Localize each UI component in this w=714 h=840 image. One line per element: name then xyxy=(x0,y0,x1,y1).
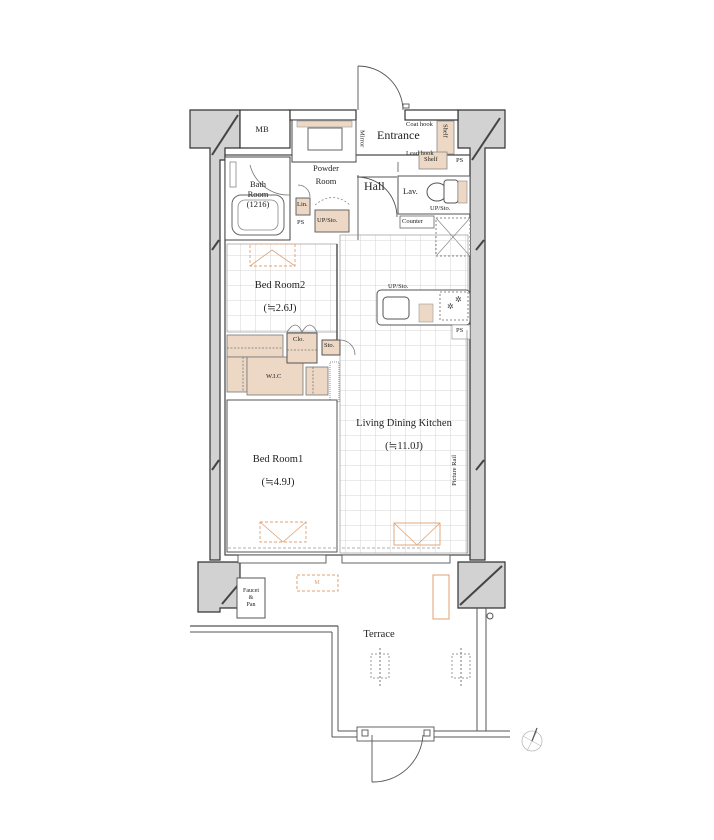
terrace xyxy=(190,574,510,738)
fixture-label-coat-hook: Coat hook xyxy=(406,121,433,128)
fixture-label-up-sto-lav: UP/Sto. xyxy=(430,205,451,212)
room-label-entrance: Entrance xyxy=(377,128,420,142)
room-label-bed-room2: Bed Room2 xyxy=(254,280,306,291)
wall-hatches xyxy=(211,114,503,606)
svg-text:✲: ✲ xyxy=(455,295,462,304)
bed-room2 xyxy=(226,243,338,340)
room-label-ldk-size: (≒11.0J) xyxy=(385,441,423,452)
entrance-area xyxy=(355,120,455,172)
fixture-label-faucet-line2: & xyxy=(248,595,254,601)
fixture-label-ps-bath: PS xyxy=(297,219,305,226)
room-label-bed-room1: Bed Room1 xyxy=(252,454,304,465)
storage-closets xyxy=(226,324,356,403)
bed-room1 xyxy=(226,399,440,553)
fixture-label-up-sto-powder: UP/Sto. xyxy=(317,217,338,224)
fixture-label-clo: Clo. xyxy=(293,336,305,343)
fixture-label-picture-rail: Picture Rail xyxy=(451,455,458,486)
room-label-bath-room-line2: Room xyxy=(247,189,269,199)
room-label-terrace: Terrace xyxy=(363,629,395,640)
room-label-bath-room-line1: Bath xyxy=(249,179,267,189)
terrace-door[interactable] xyxy=(356,726,435,783)
fixture-label-lead-hook: Lead hook xyxy=(406,150,434,157)
fixture-label-counter: Counter xyxy=(402,218,423,225)
living-dining-kitchen: ✲ ✲ xyxy=(339,234,471,555)
room-label-powder-room-line1: Powder xyxy=(313,163,339,173)
fixture-label-lin: Lin. xyxy=(297,201,308,208)
bath-room xyxy=(224,156,291,241)
fixture-label-wic: W.I.C xyxy=(266,373,282,380)
fixture-label-ps-entrance: PS xyxy=(456,157,464,164)
fixture-label-mb: MB xyxy=(255,124,269,134)
fixture-label-sto: Sto. xyxy=(324,342,335,349)
fixture-label-m-unit: M xyxy=(314,580,320,586)
room-label-bath-room-size: (1216) xyxy=(246,199,270,209)
fixture-label-shelf: Shelf xyxy=(424,156,438,163)
powder-room xyxy=(291,119,357,233)
fixture-label-up-sto-kitchen: UP/Sto. xyxy=(388,283,409,290)
north-arrow-icon xyxy=(521,727,543,752)
fixture-label-faucet-line3: Pan xyxy=(246,602,256,608)
hall xyxy=(356,175,398,240)
fixture-label-faucet-line1: Faucet xyxy=(243,588,259,594)
room-label-ldk: Living Dining Kitchen xyxy=(356,418,452,429)
room-label-powder-room-line2: Room xyxy=(315,176,337,186)
fixture-label-mirror: Mirror xyxy=(358,130,366,148)
svg-text:✲: ✲ xyxy=(447,302,454,311)
room-label-bed-room2-size: (≒2.6J) xyxy=(263,303,297,314)
room-label-hall: Hall xyxy=(364,179,385,193)
fixture-label-shelf-vertical: Shelf xyxy=(441,124,449,138)
fixture-label-ps-kitchen: PS xyxy=(456,327,464,334)
room-label-bed-room1-size: (≒4.9J) xyxy=(261,477,295,488)
sash-windows xyxy=(237,554,451,564)
entrance-door[interactable] xyxy=(357,65,410,111)
room-label-lav: Lav. xyxy=(403,186,418,196)
